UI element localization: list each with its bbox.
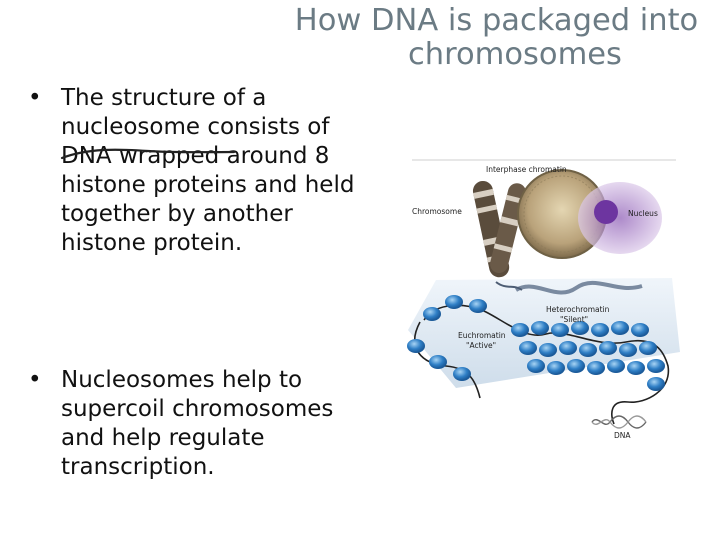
chromatin-figure: Interphase chromatin Chromosome Nucleus … [407,159,680,440]
label-euchromatin: Euchromatin [458,331,506,340]
bullet-1-line: The structure of a [61,85,267,111]
bullet-1-line: nucleosome consists of [61,114,330,140]
euchromatin-nucleosomes [407,295,487,381]
cell-icon [578,182,662,254]
label-heterochromatin: Heterochromatin [546,305,610,314]
bullet-1-line: histone proteins and held [61,172,355,198]
bullet-2-line: Nucleosomes help to [61,367,303,393]
bullet-1-line: DNA wrapped around 8 [61,143,330,169]
title-line-1: How DNA is packaged into [294,3,699,38]
heterochromatin-coil [514,281,643,295]
label-dna: DNA [614,431,631,440]
handwritten-underline [60,148,236,160]
label-interphase-chromatin: Interphase chromatin [486,165,567,174]
title-line-2: chromosomes [408,37,622,72]
bullet-2: • Nucleosomes help to supercoil chromoso… [28,366,403,482]
dna-helix-icon [591,415,647,429]
label-nucleus: Nucleus [628,209,658,218]
label-chromosome: Chromosome [412,207,462,216]
bullet-1-line: histone protein. [61,230,243,256]
label-silent: "Silent" [560,315,588,324]
bullet-1-line: together by another [61,201,293,227]
dna-linker-strand [423,304,670,425]
bullet-marker: • [28,85,42,111]
bullet-marker: • [28,367,42,393]
label-active: "Active" [466,341,496,350]
heterochromatin-nucleosomes [511,321,665,391]
slide-title: How DNA is packaged into chromosomes [270,4,715,72]
nucleus-icon [594,200,618,224]
bullet-2-line: and help regulate [61,425,265,451]
chromosome-icon [472,180,526,278]
bullet-2-line: transcription. [61,454,215,480]
bullet-2-line: supercoil chromosomes [61,396,334,422]
bullet-1: • The structure of a nucleosome consists… [28,84,403,258]
